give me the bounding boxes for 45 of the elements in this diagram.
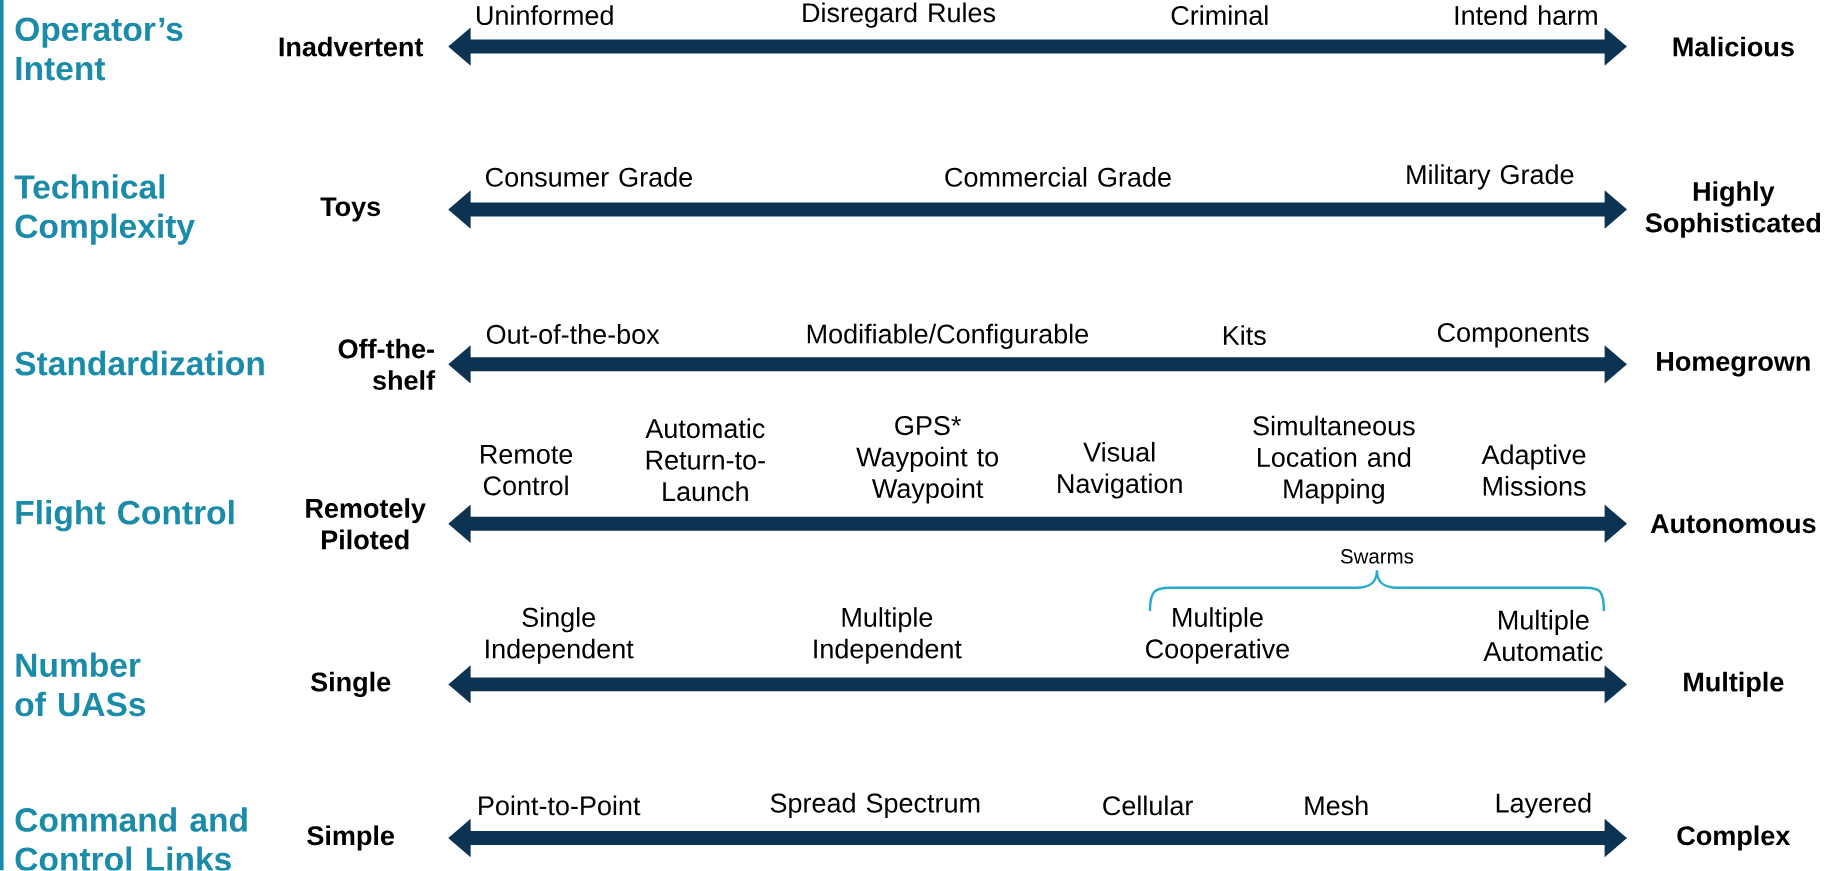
- scale-label: Cellular: [1103, 795, 1193, 816]
- scale-end-label: Inadvertent: [279, 36, 424, 57]
- scale-label: Criminal: [1171, 5, 1268, 26]
- row-title: Operator’s Intent: [15, 17, 183, 81]
- scale-label: Intend harm: [1455, 5, 1597, 26]
- scale-end-label: Autonomous: [1650, 514, 1816, 534]
- scale-label: Uninformed: [477, 5, 613, 26]
- scale-label: GPS* Waypoint to Waypoint: [856, 416, 998, 504]
- row-title: Number of UASs: [15, 652, 146, 717]
- scale-label: Out-of-the-box: [486, 324, 660, 345]
- scale-label: Visual Navigation: [1058, 442, 1182, 499]
- scale-label: Spread Spectrum: [770, 793, 980, 819]
- scale-label: Layered: [1496, 793, 1591, 819]
- scale-label: Multiple Cooperative: [1146, 607, 1289, 664]
- scale-label: Multiple Automatic: [1483, 610, 1603, 662]
- scale-end-label: Highly Sophisticated: [1645, 181, 1821, 238]
- scale-label: Commercial Grade: [945, 167, 1171, 187]
- scale-end-label: Multiple: [1684, 672, 1784, 698]
- scale-label: Military Grade: [1407, 164, 1574, 190]
- scale-label: Modifiable/Configurable: [807, 324, 1088, 350]
- scale-label: Point-to-Point: [479, 795, 641, 816]
- scale-end-label: Single: [310, 671, 391, 698]
- scale-label: Adaptive Missions: [1481, 444, 1586, 497]
- scale-end-label: Off-the-shelf: [338, 338, 436, 391]
- row-title: Technical Complexity: [14, 174, 195, 245]
- row-title: Command and Control Links: [15, 807, 247, 871]
- scale-label: Kits: [1224, 325, 1266, 346]
- scale-end-label: Simple: [307, 825, 395, 851]
- scale-label: Consumer Grade: [486, 167, 692, 187]
- bracket-label: Swarms: [1340, 549, 1414, 564]
- row-title: Standardization: [15, 351, 264, 376]
- scale-label: Mesh: [1305, 795, 1368, 816]
- scale-label: Remote Control: [481, 445, 573, 496]
- scale-end-label: Homegrown: [1657, 352, 1810, 377]
- row-title: Flight Control: [16, 500, 234, 532]
- scale-end-label: Toys: [320, 197, 381, 222]
- scale-label: Automatic Return-to-Launch: [645, 418, 765, 502]
- scale-end-label: Malicious: [1673, 36, 1794, 57]
- scale-end-label: Complex: [1677, 825, 1791, 851]
- scale-end-label: Remotely Piloted: [306, 498, 426, 550]
- scale-label: Simultaneous Location and Mapping: [1253, 415, 1415, 504]
- scale-label: Components: [1437, 323, 1589, 348]
- scale-label: Multiple Independent: [814, 607, 962, 664]
- scale-label: Single Independent: [486, 607, 634, 664]
- scale-label: Disregard Rules: [803, 2, 996, 28]
